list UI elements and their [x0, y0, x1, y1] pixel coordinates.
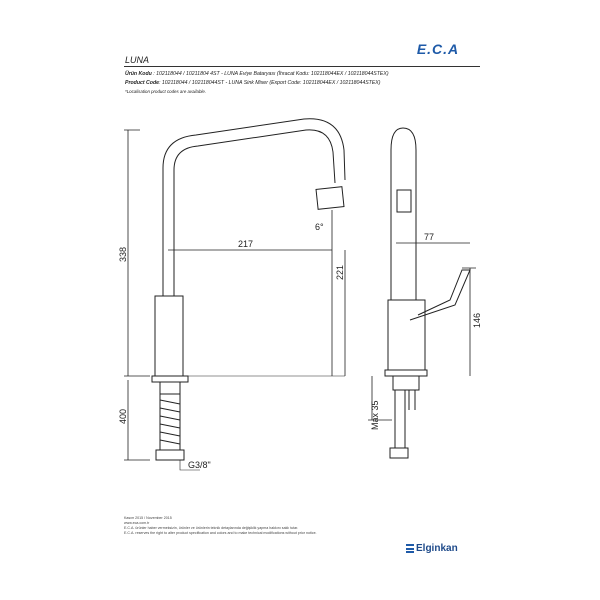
side-mount — [392, 375, 420, 391]
hose-body — [159, 394, 181, 450]
dim-line-max35 — [368, 376, 392, 421]
side-fitting — [389, 447, 409, 459]
dim-338: 338 — [118, 247, 128, 262]
mount-nut — [159, 381, 181, 395]
side-aerator — [396, 189, 412, 213]
dim-line-338 — [124, 129, 150, 377]
product-code-en: Product Code: 102118044 / 102118044ST - … — [125, 80, 381, 86]
dim-thread: G3/8" — [188, 460, 211, 470]
side-lever — [409, 269, 471, 321]
footer-note-en: E.C.A. reserves the right to alter produ… — [124, 531, 317, 535]
footer-date: Kasım 2015 / November 2015 — [124, 516, 172, 520]
hose-braid — [159, 399, 181, 445]
product-code-tr: Ürün Kodu : 102118044 / 10211804 4ST - L… — [125, 71, 389, 77]
footer-website[interactable]: www.eca.com.tr — [124, 521, 150, 525]
dim-line-221 — [331, 210, 346, 376]
hose-fitting — [155, 449, 185, 461]
dim-line-400 — [124, 380, 150, 461]
thread-leader — [179, 460, 200, 471]
footer-note-tr: E.C.A. ürünler haber vermeksizin, ürünle… — [124, 526, 299, 530]
dim-angle: 6° — [315, 222, 324, 232]
header-divider — [124, 66, 480, 67]
dim-221: 221 — [335, 265, 345, 280]
dim-217: 217 — [238, 239, 253, 249]
body — [154, 295, 184, 377]
dim-line-146 — [462, 267, 476, 376]
dim-77: 77 — [424, 232, 434, 242]
side-base-plate — [384, 369, 428, 377]
spout-outer — [173, 129, 336, 296]
dim-146: 146 — [472, 313, 482, 328]
spout-outer-2 — [162, 118, 346, 296]
dim-400: 400 — [118, 409, 128, 424]
elginkan-mark-icon — [406, 544, 414, 553]
side-hose-b — [408, 390, 416, 410]
side-spout — [390, 127, 417, 300]
eca-logo: E.C.A — [400, 40, 476, 58]
side-body — [387, 299, 426, 371]
aerator — [315, 186, 345, 210]
base-plate — [151, 375, 189, 383]
elginkan-logo: Elginkan — [406, 543, 458, 554]
dim-max35: Max 35 — [370, 400, 380, 430]
product-title: LUNA — [125, 55, 150, 65]
side-hose-a — [394, 390, 406, 448]
localisation-note: *Localisation product codes are availabl… — [125, 89, 207, 94]
